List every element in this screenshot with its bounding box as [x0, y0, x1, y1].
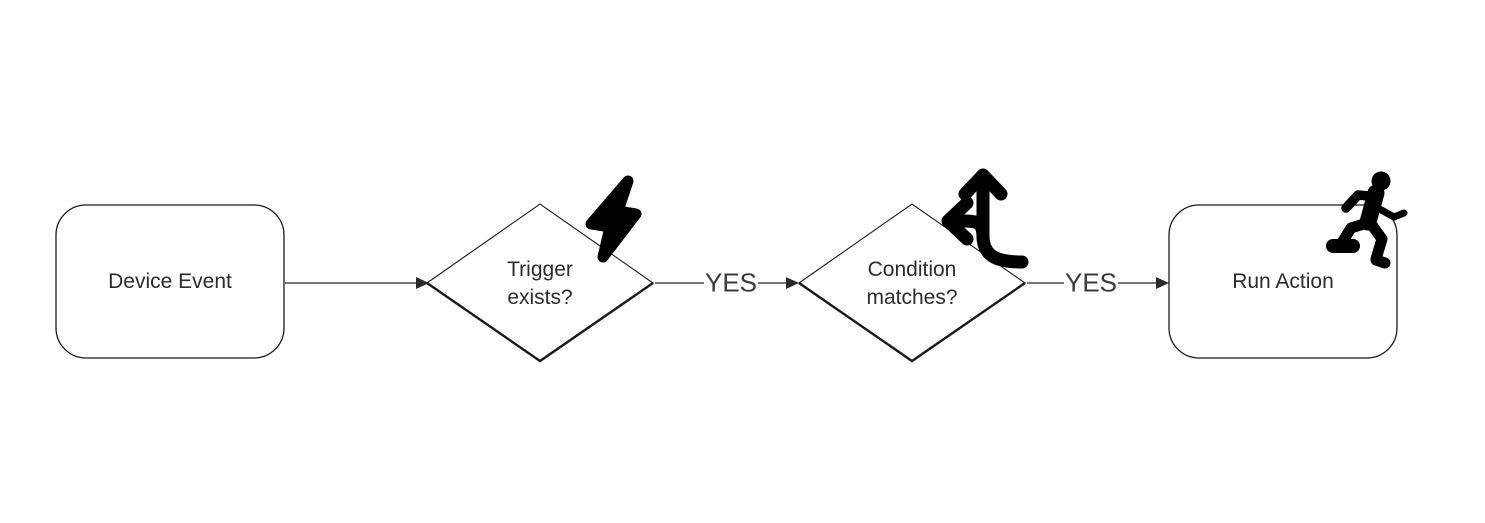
condition-matches-label: Condition matches?	[866, 258, 958, 309]
running-person-icon	[1326, 171, 1408, 269]
device-event-node	[55, 204, 285, 359]
device-event-label: Device Event	[108, 270, 232, 293]
trigger-exists-node	[426, 203, 654, 363]
condition-matches-node	[798, 203, 1026, 363]
edge-label-yes-1: YES	[704, 267, 758, 298]
arrowhead-icon	[1156, 277, 1169, 289]
trigger-exists-label: Trigger exists?	[507, 258, 573, 309]
edge-label-yes-2: YES	[1064, 267, 1118, 298]
arrowhead-icon	[416, 277, 429, 289]
branch-arrows-icon	[941, 168, 1029, 269]
lightning-bolt-icon	[585, 175, 642, 263]
arrowhead-icon	[786, 277, 799, 289]
run-action-label: Run Action	[1232, 270, 1334, 293]
